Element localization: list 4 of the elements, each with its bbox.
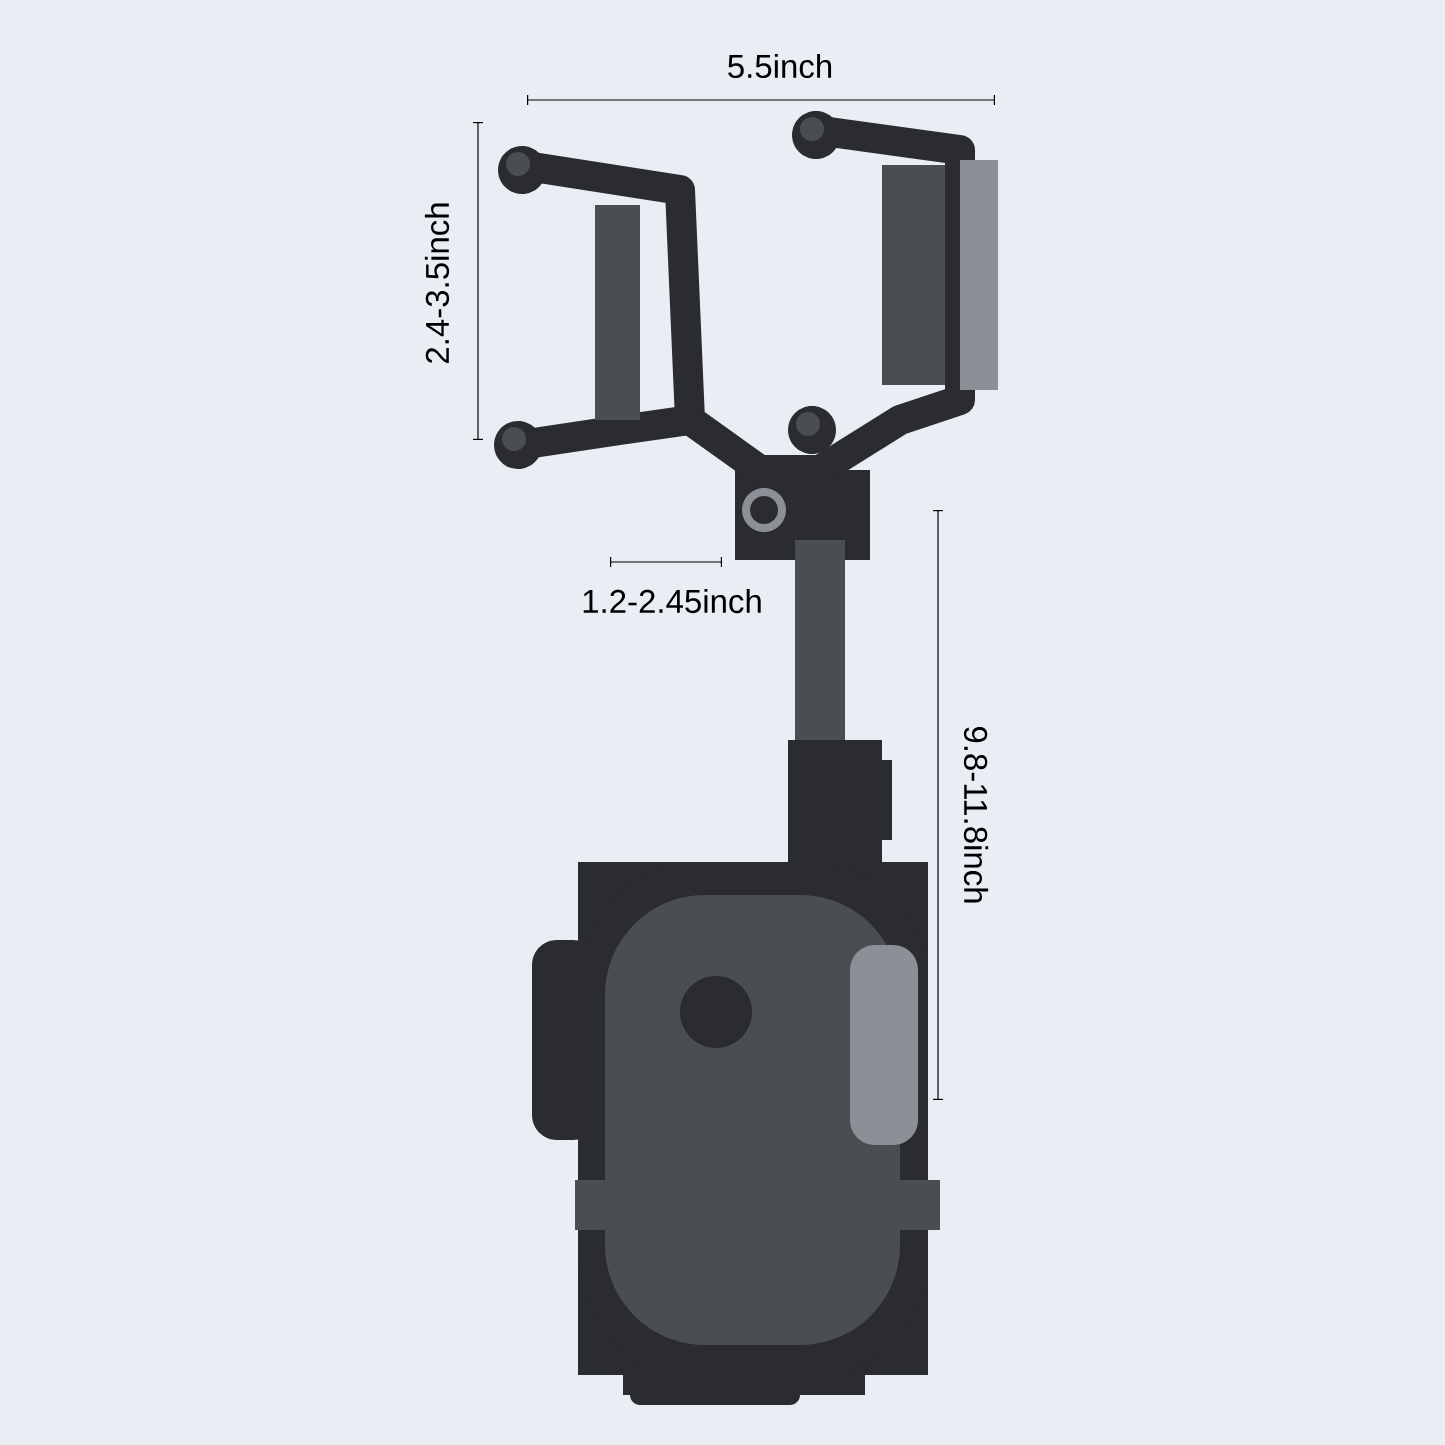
dimension-label: 1.2-2.45inch xyxy=(583,588,761,614)
dimension-label: 2.4-3.5inch xyxy=(424,203,450,363)
dimension-label: 9.8-11.8inch xyxy=(963,726,989,903)
dimension-label: 5.5inch xyxy=(728,53,832,79)
